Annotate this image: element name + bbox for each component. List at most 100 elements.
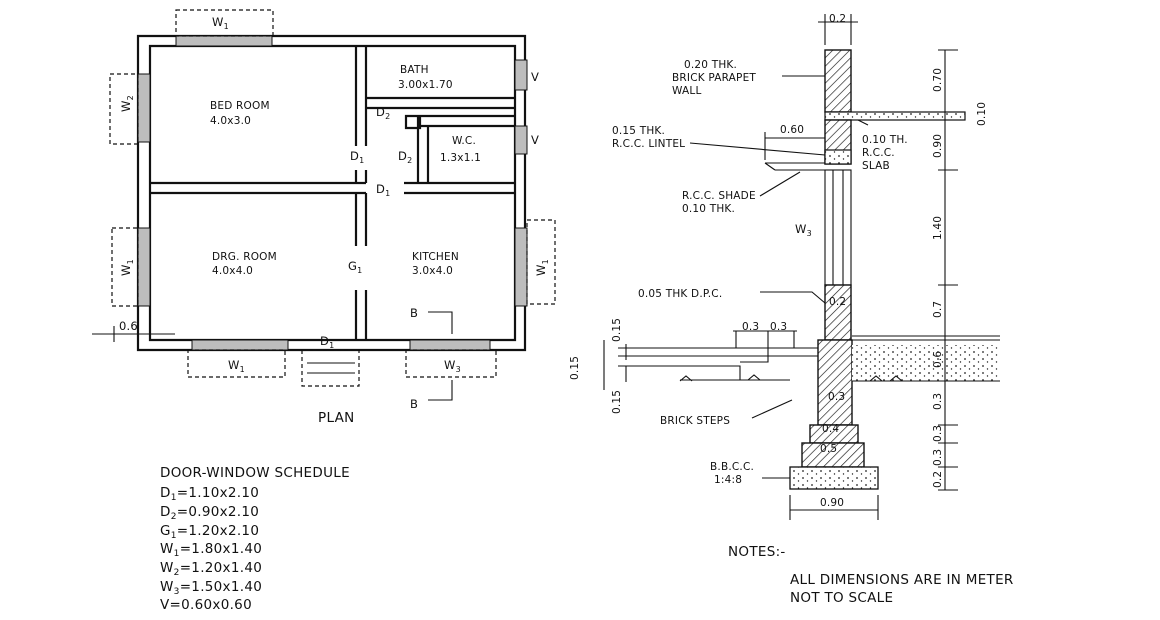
dim-foot: 0.5 xyxy=(820,443,837,455)
step-dims-line xyxy=(733,330,797,348)
notes-line: ALL DIMENSIONS ARE IN METER xyxy=(790,572,1014,588)
label-d1-kitchen: D1 xyxy=(376,182,390,198)
label-bbcc: 1:4:8 xyxy=(714,474,742,486)
wall-below-window xyxy=(824,284,852,341)
dim-wall: 0.2 xyxy=(829,296,846,308)
parapet-wall xyxy=(824,49,852,113)
dim-base: 0.90 xyxy=(820,497,844,509)
label-parapet: WALL xyxy=(672,85,702,97)
dim-vertical: 0.90 xyxy=(932,134,944,158)
dim-vertical: 1.40 xyxy=(932,216,944,240)
schedule-item: W3=1.50x1.40 xyxy=(160,579,262,597)
room-size: 3.0x4.0 xyxy=(412,265,453,277)
floor-finish xyxy=(852,335,1000,341)
window-w1-bottom xyxy=(191,339,289,351)
rcc-shade xyxy=(764,162,825,171)
wall-section: 0.20 THK. BRICK PARAPET WALL 0.15 THK. R… xyxy=(569,13,1000,520)
front-step-outline xyxy=(301,349,360,387)
label-parapet: 0.20 THK. xyxy=(684,59,737,71)
dim-vertical: 0.3 xyxy=(932,393,944,410)
window-w1-top-outline xyxy=(175,9,274,37)
ground-hatch-left xyxy=(679,374,761,382)
window-w1-right xyxy=(514,227,528,307)
window-w1-right-outline xyxy=(526,219,556,305)
dim-plinth: 0.15 xyxy=(569,356,581,380)
dim-left-line xyxy=(92,326,175,342)
label-slab: 0.10 TH. xyxy=(862,134,908,146)
label-parapet: BRICK PARAPET xyxy=(672,72,756,84)
front-step-lines xyxy=(307,362,355,374)
label-d2-bath: D2 xyxy=(376,105,390,121)
label-v2: V xyxy=(531,133,539,147)
label-d1-bed: D1 xyxy=(350,149,364,165)
dim-vertical: 0.3 xyxy=(932,425,944,442)
ventilator-1 xyxy=(514,59,528,91)
ventilator-2 xyxy=(514,125,528,155)
dim-foot: 0.4 xyxy=(822,423,839,435)
room-size: 4.0x3.0 xyxy=(210,115,251,127)
label-w1-right: W1 xyxy=(534,259,550,276)
dim-vertical: 0.6 xyxy=(932,351,944,368)
label-d2-wc: D2 xyxy=(398,149,412,165)
window-w3-outline xyxy=(405,349,497,378)
label-dpc: 0.05 THK D.P.C. xyxy=(638,288,722,300)
leader-lines xyxy=(689,75,869,479)
label-d1-front: D1 xyxy=(320,334,334,350)
window-frame xyxy=(824,169,852,286)
label-w1-left: W1 xyxy=(119,259,135,276)
dim-plinth: 0.15 xyxy=(611,318,623,342)
floor-plan: BED ROOM 4.0x3.0 BATH 3.00x1.70 W.C. 1.3… xyxy=(92,9,556,426)
label-v1: V xyxy=(531,70,539,84)
ground-hatch-right xyxy=(869,375,903,382)
plan-title: PLAN xyxy=(318,410,355,426)
lintel xyxy=(824,149,852,165)
window-w1-top xyxy=(175,35,273,47)
room-name: KITCHEN xyxy=(412,251,459,263)
window-w1-left-outline xyxy=(111,227,139,307)
room-size: 1.3x1.1 xyxy=(440,152,481,164)
notes: NOTES:- ALL DIMENSIONS ARE IN METER NOT … xyxy=(728,544,1014,606)
dim-vertical: 0.10 xyxy=(976,102,988,126)
door-window-schedule: DOOR-WINDOW SCHEDULE D1=1.10x2.10 D2=0.9… xyxy=(160,465,350,613)
label-steps: BRICK STEPS xyxy=(660,415,730,427)
dim-vertical: 0.7 xyxy=(932,301,944,318)
dim-step: 0.3 xyxy=(742,321,759,333)
window-w1-left xyxy=(137,227,151,307)
plinth-wall xyxy=(817,339,853,426)
schedule-title: DOOR-WINDOW SCHEDULE xyxy=(160,465,350,481)
label-g1: G1 xyxy=(348,259,362,275)
dim-top: 0.2 xyxy=(829,13,846,25)
section-mark-b-bottom: B xyxy=(410,397,418,411)
label-window: W3 xyxy=(795,222,812,238)
dim-plinth: 0.15 xyxy=(611,390,623,414)
schedule-item: W1=1.80x1.40 xyxy=(160,541,262,559)
top-dim xyxy=(818,14,858,45)
interior-walls xyxy=(150,46,515,340)
room-name: DRG. ROOM xyxy=(212,251,277,263)
label-w3: W3 xyxy=(444,358,461,374)
schedule-item: W2=1.20x1.40 xyxy=(160,560,262,578)
window-mullions xyxy=(832,170,844,285)
window-w2-left xyxy=(137,73,151,143)
label-shade: 0.10 THK. xyxy=(682,203,735,215)
schedule-item: V=0.60x0.60 xyxy=(160,597,252,613)
window-w2-outline xyxy=(109,73,139,145)
label-slab: R.C.C. xyxy=(862,147,895,159)
dim-vertical: 0.3 xyxy=(932,449,944,466)
label-bbcc: B.B.C.C. xyxy=(710,461,754,473)
dim-vertical: 0.70 xyxy=(932,68,944,92)
window-w1-bottom-outline xyxy=(187,349,286,378)
room-name: BATH xyxy=(400,64,429,76)
label-lintel: R.C.C. LINTEL xyxy=(612,138,685,150)
base-dim xyxy=(789,495,879,520)
section-mark-b-top: B xyxy=(410,306,418,320)
room-name: W.C. xyxy=(452,135,476,147)
dim-step: 0.3 xyxy=(770,321,787,333)
dim-shade: 0.60 xyxy=(780,124,804,136)
room-size: 4.0x4.0 xyxy=(212,265,253,277)
shade-dim xyxy=(764,132,825,160)
room-size: 3.00x1.70 xyxy=(398,79,453,91)
brick-steps xyxy=(618,347,818,381)
